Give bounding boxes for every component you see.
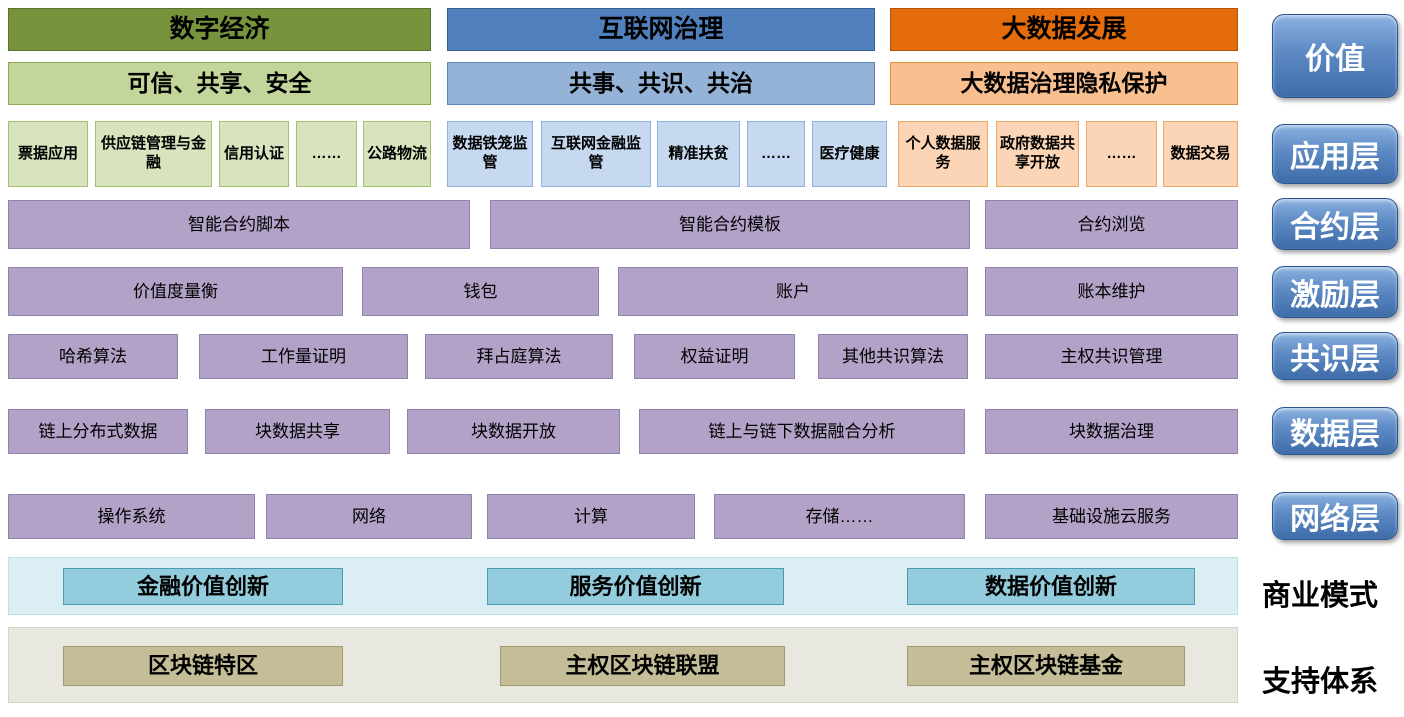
contract-box-smart-contract-script: 智能合约脚本 [8, 200, 470, 249]
app-item-medical-health: 医疗健康 [812, 121, 887, 187]
support-box-blockchain-special-zone: 区块链特区 [63, 646, 343, 686]
support-box-sovereign-blockchain-alliance: 主权区块链联盟 [500, 646, 785, 686]
app-item-ellipsis-orange: …… [1086, 121, 1157, 187]
incentive-box-account: 账户 [618, 267, 968, 316]
sidebar-layer-contract: 合约层 [1272, 198, 1398, 250]
sidebar-layer-consensus: 共识层 [1272, 332, 1398, 380]
app-item-data-cage-supervision: 数据铁笼监管 [447, 121, 533, 187]
subtitle-internet-governance: 共事、共识、共治 [447, 62, 875, 105]
app-item-ellipsis-blue: …… [747, 121, 805, 187]
consensus-box-proof-of-work: 工作量证明 [199, 334, 408, 379]
app-item-internet-finance-supervision: 互联网金融监管 [541, 121, 651, 187]
header-digital-economy: 数字经济 [8, 8, 431, 51]
sidebar-layer-application: 应用层 [1272, 124, 1398, 184]
subtitle-digital-economy: 可信、共享、安全 [8, 62, 431, 105]
label-business-model: 商业模式 [1261, 580, 1378, 612]
business-box-financial-value-innovation: 金融价值创新 [63, 568, 343, 605]
header-internet-governance: 互联网治理 [447, 8, 875, 51]
network-box-storage: 存储…… [714, 494, 965, 539]
sidebar-layer-incentive: 激励层 [1272, 266, 1398, 318]
contract-box-contract-browsing: 合约浏览 [985, 200, 1238, 249]
header-big-data: 大数据发展 [890, 8, 1238, 51]
consensus-box-hash-algorithm: 哈希算法 [8, 334, 178, 379]
data-box-block-data-opening: 块数据开放 [407, 409, 620, 454]
app-item-supply-chain: 供应链管理与金融 [95, 121, 212, 187]
network-box-infrastructure-cloud: 基础设施云服务 [985, 494, 1238, 539]
incentive-box-wallet: 钱包 [362, 267, 599, 316]
app-item-data-trading: 数据交易 [1163, 121, 1238, 187]
support-box-sovereign-blockchain-fund: 主权区块链基金 [907, 646, 1185, 686]
consensus-box-sovereign-consensus-mgmt: 主权共识管理 [985, 334, 1238, 379]
consensus-box-other-algorithms: 其他共识算法 [818, 334, 968, 379]
consensus-box-byzantine-algorithm: 拜占庭算法 [425, 334, 613, 379]
app-item-road-logistics: 公路物流 [363, 121, 431, 187]
app-item-targeted-poverty-alleviation: 精准扶贫 [657, 121, 740, 187]
incentive-box-value-measure: 价值度量衡 [8, 267, 343, 316]
business-box-data-value-innovation: 数据价值创新 [907, 568, 1195, 605]
consensus-box-proof-of-stake: 权益证明 [634, 334, 795, 379]
data-box-onchain-offchain-fusion-analysis: 链上与链下数据融合分析 [639, 409, 965, 454]
network-box-computing: 计算 [487, 494, 695, 539]
data-box-block-data-sharing: 块数据共享 [205, 409, 390, 454]
app-item-credit-certification: 信用认证 [219, 121, 289, 187]
contract-box-smart-contract-template: 智能合约模板 [490, 200, 970, 249]
app-item-personal-data-service: 个人数据服务 [898, 121, 988, 187]
app-item-bill-application: 票据应用 [8, 121, 88, 187]
sidebar-layer-value: 价值 [1272, 14, 1398, 98]
network-box-operating-system: 操作系统 [8, 494, 255, 539]
subtitle-big-data: 大数据治理隐私保护 [890, 62, 1238, 105]
app-item-government-data-sharing: 政府数据共享开放 [996, 121, 1079, 187]
business-box-service-value-innovation: 服务价值创新 [487, 568, 784, 605]
incentive-box-ledger-maintenance: 账本维护 [985, 267, 1238, 316]
sidebar-layer-data: 数据层 [1272, 407, 1398, 455]
network-box-network: 网络 [266, 494, 472, 539]
label-support-system: 支持体系 [1261, 666, 1378, 698]
app-item-ellipsis-green: …… [296, 121, 357, 187]
data-box-onchain-distributed-data: 链上分布式数据 [8, 409, 188, 454]
data-box-block-data-governance: 块数据治理 [985, 409, 1238, 454]
sidebar-layer-network: 网络层 [1272, 492, 1398, 540]
